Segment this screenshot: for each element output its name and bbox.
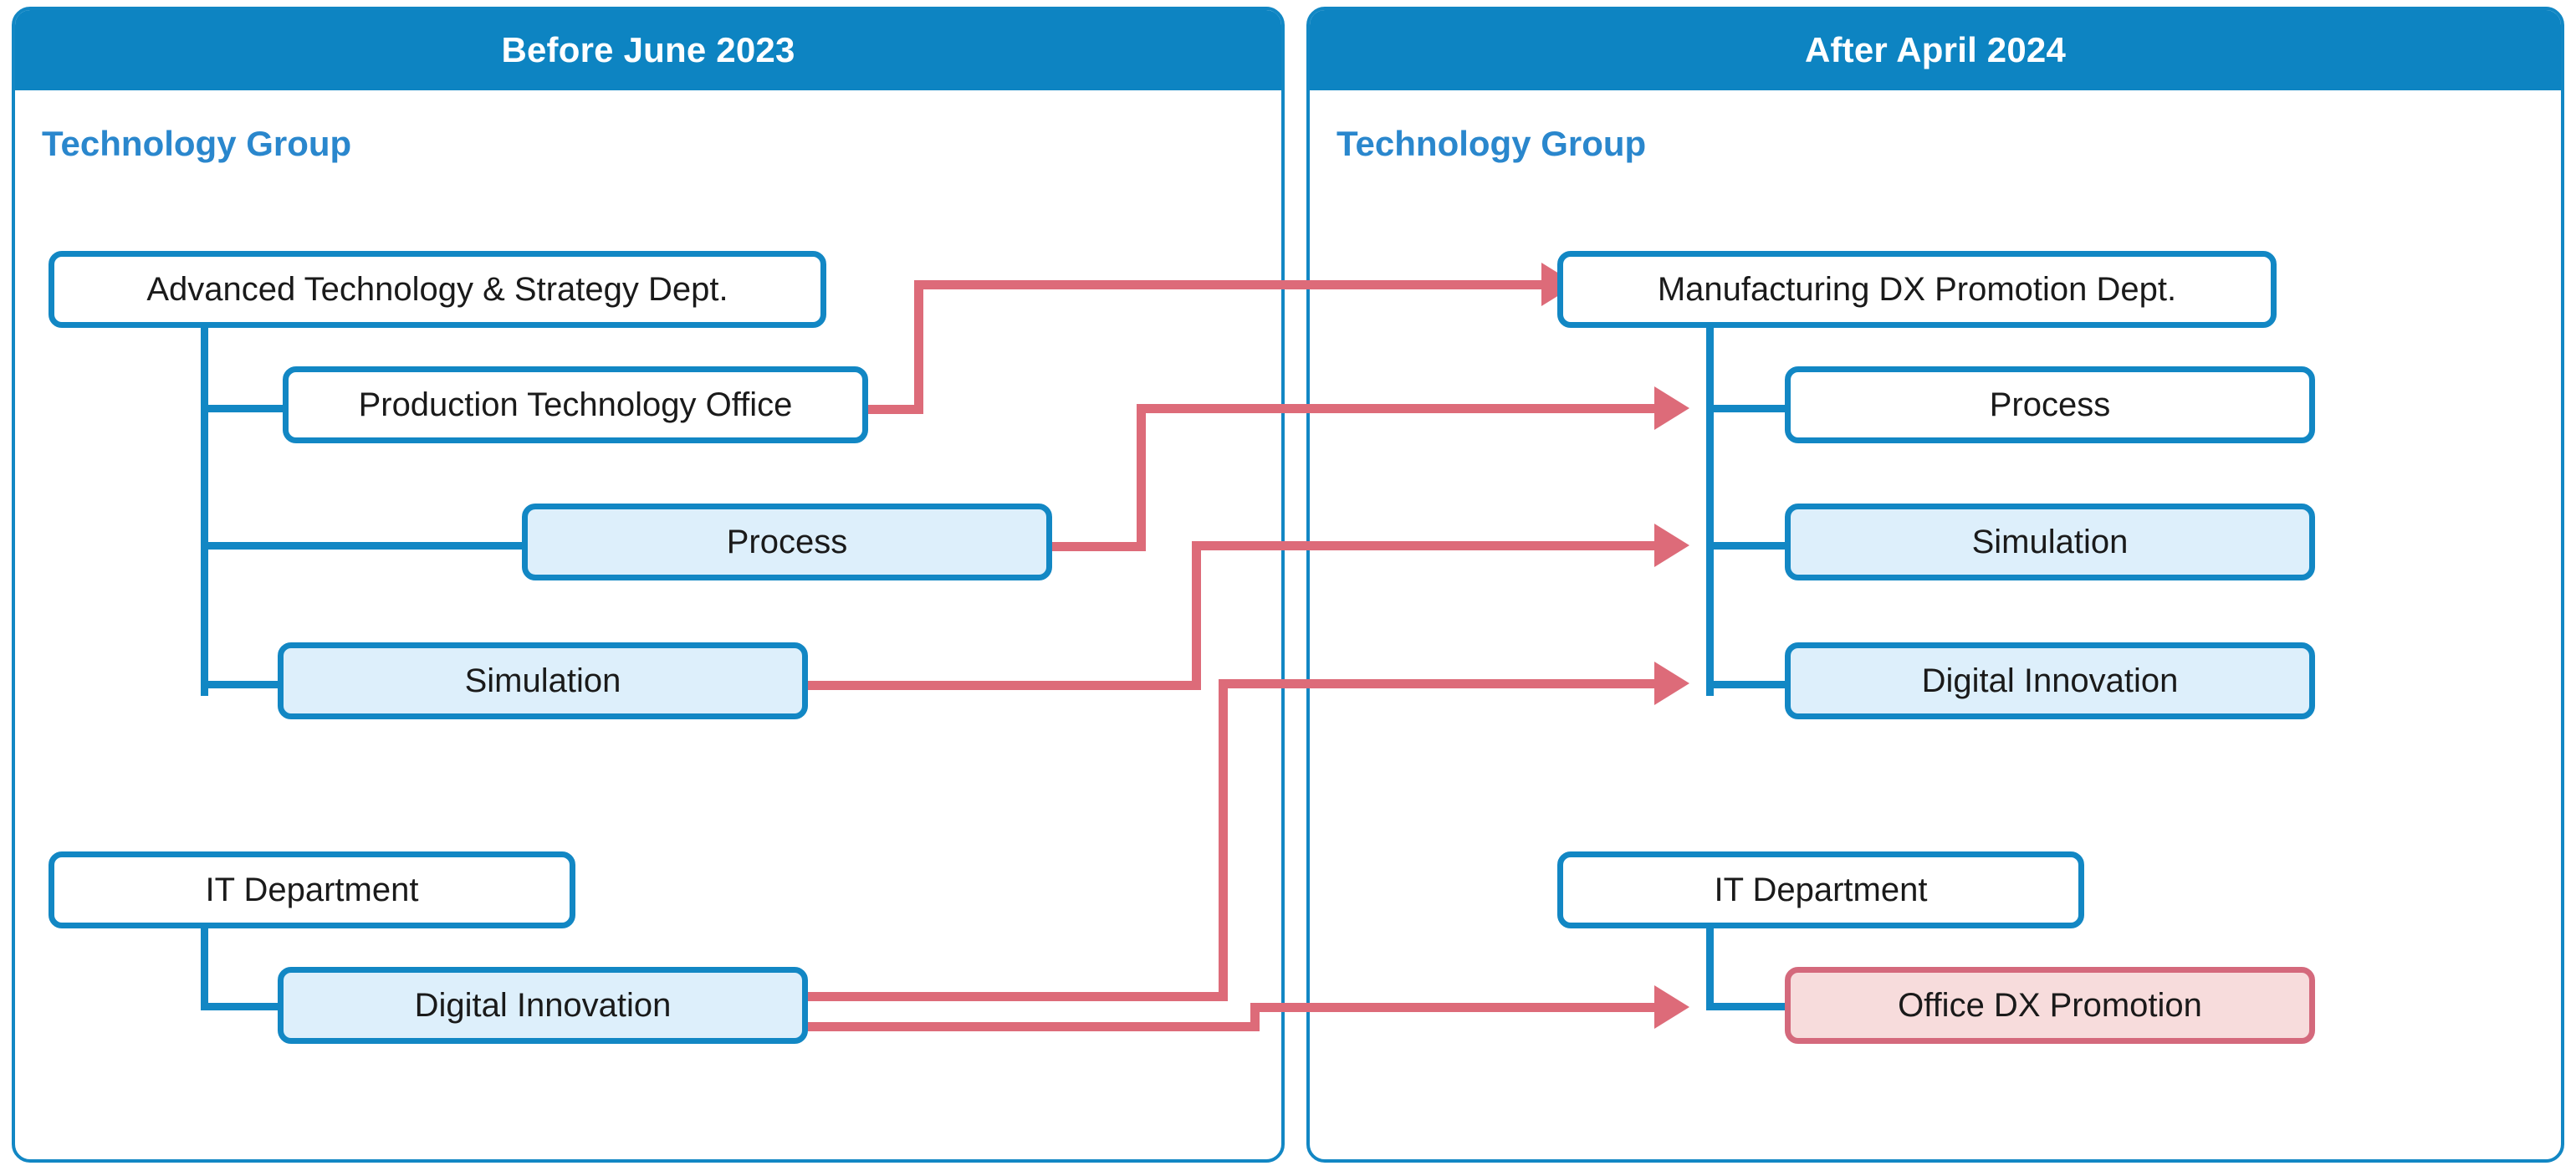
node-after-digital-innovation[interactable]: Digital Innovation <box>1785 642 2315 719</box>
before-tree-branch-digitalinn <box>201 1003 293 1010</box>
flow-arrowhead-after-process <box>1654 386 1689 430</box>
node-before-simulation[interactable]: Simulation <box>278 642 808 719</box>
node-production-technology-office[interactable]: Production Technology Office <box>283 366 868 443</box>
after-tree-branch-simulation <box>1706 542 1790 550</box>
flow-to-after-digitalinn <box>1219 679 1657 688</box>
node-advanced-technology-strategy-dept[interactable]: Advanced Technology & Strategy Dept. <box>49 251 826 328</box>
node-before-digital-innovation[interactable]: Digital Innovation <box>278 967 808 1044</box>
flow-digitalinn-riser <box>1219 679 1228 999</box>
before-group-label: Technology Group <box>42 124 352 163</box>
flow-to-officedx <box>1250 1003 1657 1012</box>
flow-process-stub <box>1052 542 1146 551</box>
after-tree-branch-officedx <box>1706 1003 1790 1010</box>
node-before-process[interactable]: Process <box>522 504 1052 580</box>
node-after-process[interactable]: Process <box>1785 366 2315 443</box>
flow-digitalinn-upper-stub <box>808 992 1228 1001</box>
node-label: Advanced Technology & Strategy Dept. <box>146 271 728 308</box>
after-tree-spine-itdept <box>1706 927 1714 1010</box>
flow-digitalinn-lower-stub <box>808 1022 1260 1031</box>
panel-after-header-title: After April 2024 <box>1804 30 2067 69</box>
flow-prodtech-riser <box>914 280 923 410</box>
node-label: Process <box>726 524 848 560</box>
flow-officedx-riser <box>1250 1003 1260 1031</box>
node-office-dx-promotion[interactable]: Office DX Promotion <box>1785 967 2315 1044</box>
before-tree-spine-advtech <box>201 328 208 696</box>
flow-arrowhead-after-digitalinn <box>1654 662 1689 705</box>
node-before-it-department[interactable]: IT Department <box>49 851 575 928</box>
node-after-it-department[interactable]: IT Department <box>1557 851 2084 928</box>
panel-before-header: Before June 2023 <box>15 10 1281 90</box>
node-label: Production Technology Office <box>358 386 793 423</box>
panel-after-header: After April 2024 <box>1310 10 2561 90</box>
node-label: IT Department <box>205 872 419 908</box>
flow-to-after-simulation <box>1192 541 1657 550</box>
after-tree-branch-digitalinn <box>1706 681 1790 688</box>
after-tree-branch-process <box>1706 405 1790 412</box>
before-tree-branch-prodtech <box>201 405 293 412</box>
node-label: Simulation <box>1971 524 2129 560</box>
before-tree-branch-simulation <box>201 681 293 688</box>
flow-to-mfgdx <box>914 280 1543 289</box>
flow-arrowhead-after-simulation <box>1654 524 1689 567</box>
node-label: Office DX Promotion <box>1898 987 2202 1024</box>
before-tree-branch-process <box>201 542 527 550</box>
node-label: Manufacturing DX Promotion Dept. <box>1657 271 2177 308</box>
flow-to-after-process <box>1137 404 1657 413</box>
node-after-simulation[interactable]: Simulation <box>1785 504 2315 580</box>
flow-arrowhead-officedx <box>1654 985 1689 1029</box>
node-label: Simulation <box>464 662 621 699</box>
flow-process-riser <box>1137 404 1146 548</box>
flow-simulation-riser <box>1192 541 1201 687</box>
node-label: IT Department <box>1714 872 1928 908</box>
panel-before-header-title: Before June 2023 <box>501 30 795 69</box>
node-label: Digital Innovation <box>414 987 672 1024</box>
node-label: Digital Innovation <box>1921 662 2179 699</box>
flow-prodtech-stub <box>868 405 923 414</box>
flow-simulation-stub <box>808 681 1201 690</box>
before-tree-spine-itdept <box>201 927 208 1010</box>
node-manufacturing-dx-promotion-dept[interactable]: Manufacturing DX Promotion Dept. <box>1557 251 2277 328</box>
after-group-label: Technology Group <box>1337 124 1647 163</box>
node-label: Process <box>1989 386 2111 423</box>
after-tree-spine-mfgdx <box>1706 328 1714 696</box>
